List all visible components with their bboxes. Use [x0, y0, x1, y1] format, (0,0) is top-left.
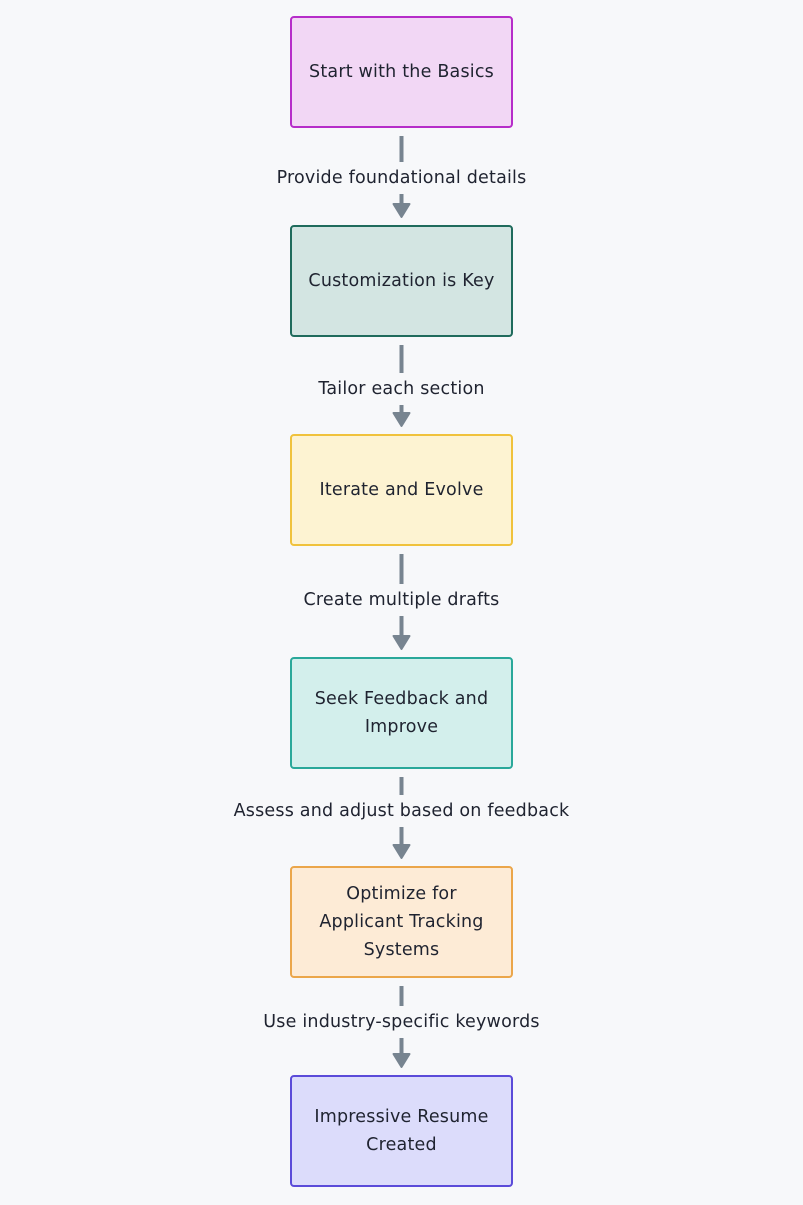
arrowhead-icon — [392, 844, 411, 859]
connector-4 — [392, 777, 411, 859]
node-label: Impressive Resume Created — [314, 1107, 489, 1155]
arrowhead-icon — [392, 203, 411, 218]
node-label: Customization is Key — [308, 271, 495, 291]
connector-2 — [392, 345, 411, 427]
arrowhead-icon — [392, 412, 411, 427]
node-label: Iterate and Evolve — [319, 480, 484, 500]
connector-5 — [392, 986, 411, 1068]
edge-label-provide-details: Provide foundational details — [276, 168, 527, 188]
connector-3 — [392, 554, 411, 650]
edge-label-assess-adjust: Assess and adjust based on feedback — [233, 801, 570, 821]
node-iterate-evolve: Iterate and Evolve — [290, 434, 513, 546]
edge-label-industry-keywords: Use industry-specific keywords — [263, 1012, 540, 1032]
edge-label-tailor-section: Tailor each section — [318, 379, 485, 399]
node-optimize-ats: Optimize for Applicant Tracking Systems — [290, 866, 513, 978]
connector-1 — [392, 136, 411, 218]
arrowhead-icon — [392, 1053, 411, 1068]
node-label: Seek Feedback and Improve — [314, 689, 489, 737]
node-start-basics: Start with the Basics — [290, 16, 513, 128]
node-label: Optimize for Applicant Tracking Systems — [319, 884, 484, 960]
arrowhead-icon — [392, 635, 411, 650]
edge-label-create-drafts: Create multiple drafts — [303, 590, 500, 610]
node-label: Start with the Basics — [309, 62, 494, 82]
node-resume-created: Impressive Resume Created — [290, 1075, 513, 1187]
node-customization: Customization is Key — [290, 225, 513, 337]
node-seek-feedback: Seek Feedback and Improve — [290, 657, 513, 769]
